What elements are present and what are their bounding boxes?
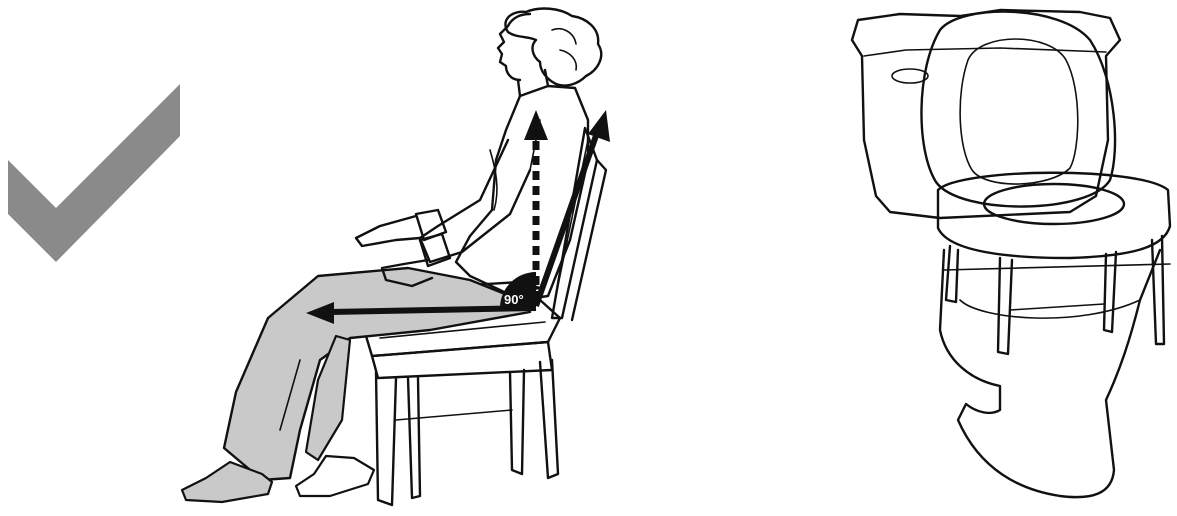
angle-label: 90°	[504, 292, 524, 307]
checkmark-icon	[8, 84, 180, 262]
seated-person-illustration	[182, 9, 601, 502]
raised-toilet-seat-illustration	[852, 10, 1170, 497]
